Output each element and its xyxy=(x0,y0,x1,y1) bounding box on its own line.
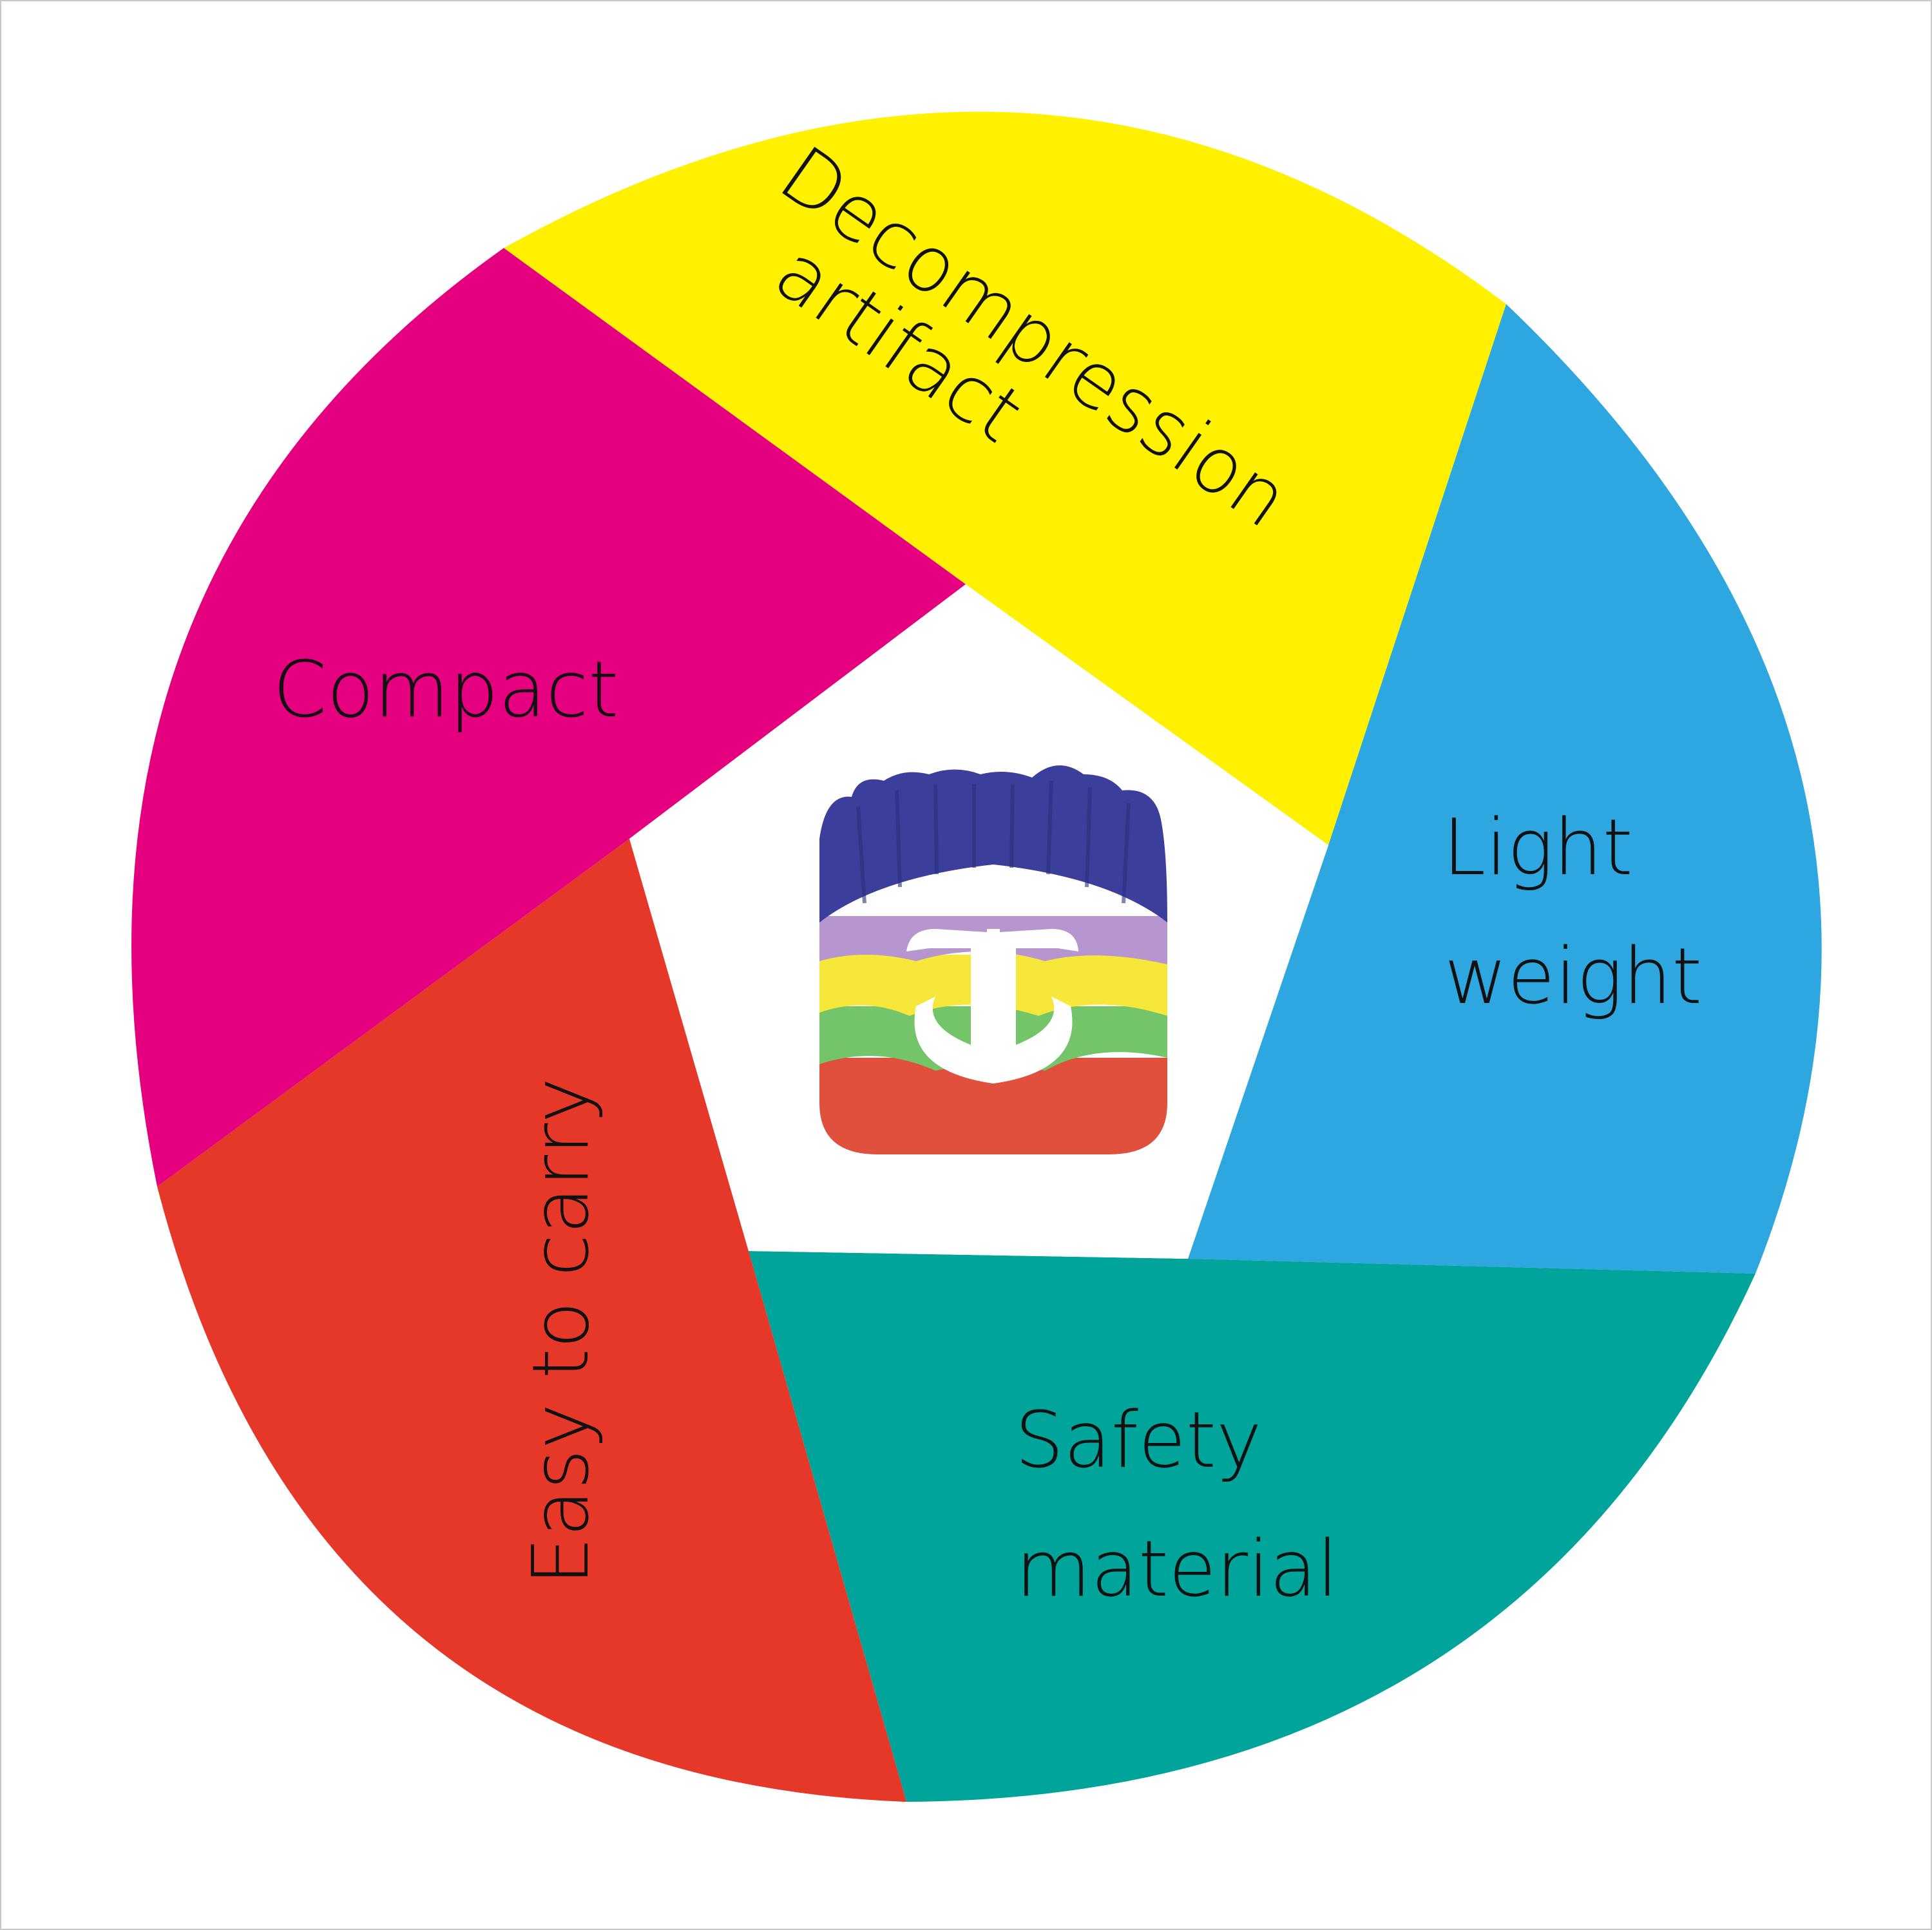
segment-easy-carry xyxy=(157,839,906,1802)
label-easy-carry: Easy to carry xyxy=(517,1078,606,1586)
toy-anchor-cutout xyxy=(906,929,1078,1084)
segment-light-weight xyxy=(1188,304,1822,1274)
segment-compact xyxy=(131,248,966,1187)
center-toy-image xyxy=(819,765,1167,1154)
label-light-weight-line1: Light xyxy=(1442,803,1632,893)
label-safety-line2: material xyxy=(1016,1525,1339,1614)
toy-red-base xyxy=(819,1058,1167,1154)
label-safety-line1: Safety xyxy=(1015,1396,1262,1486)
segment-decompression xyxy=(504,111,1506,845)
label-light-weight-line2: weight xyxy=(1444,932,1702,1022)
segment-safety xyxy=(749,1251,1755,1802)
label-compact: Compact xyxy=(273,645,619,735)
toy-ridges xyxy=(856,780,1131,904)
toy-blue-crown xyxy=(819,765,1167,922)
